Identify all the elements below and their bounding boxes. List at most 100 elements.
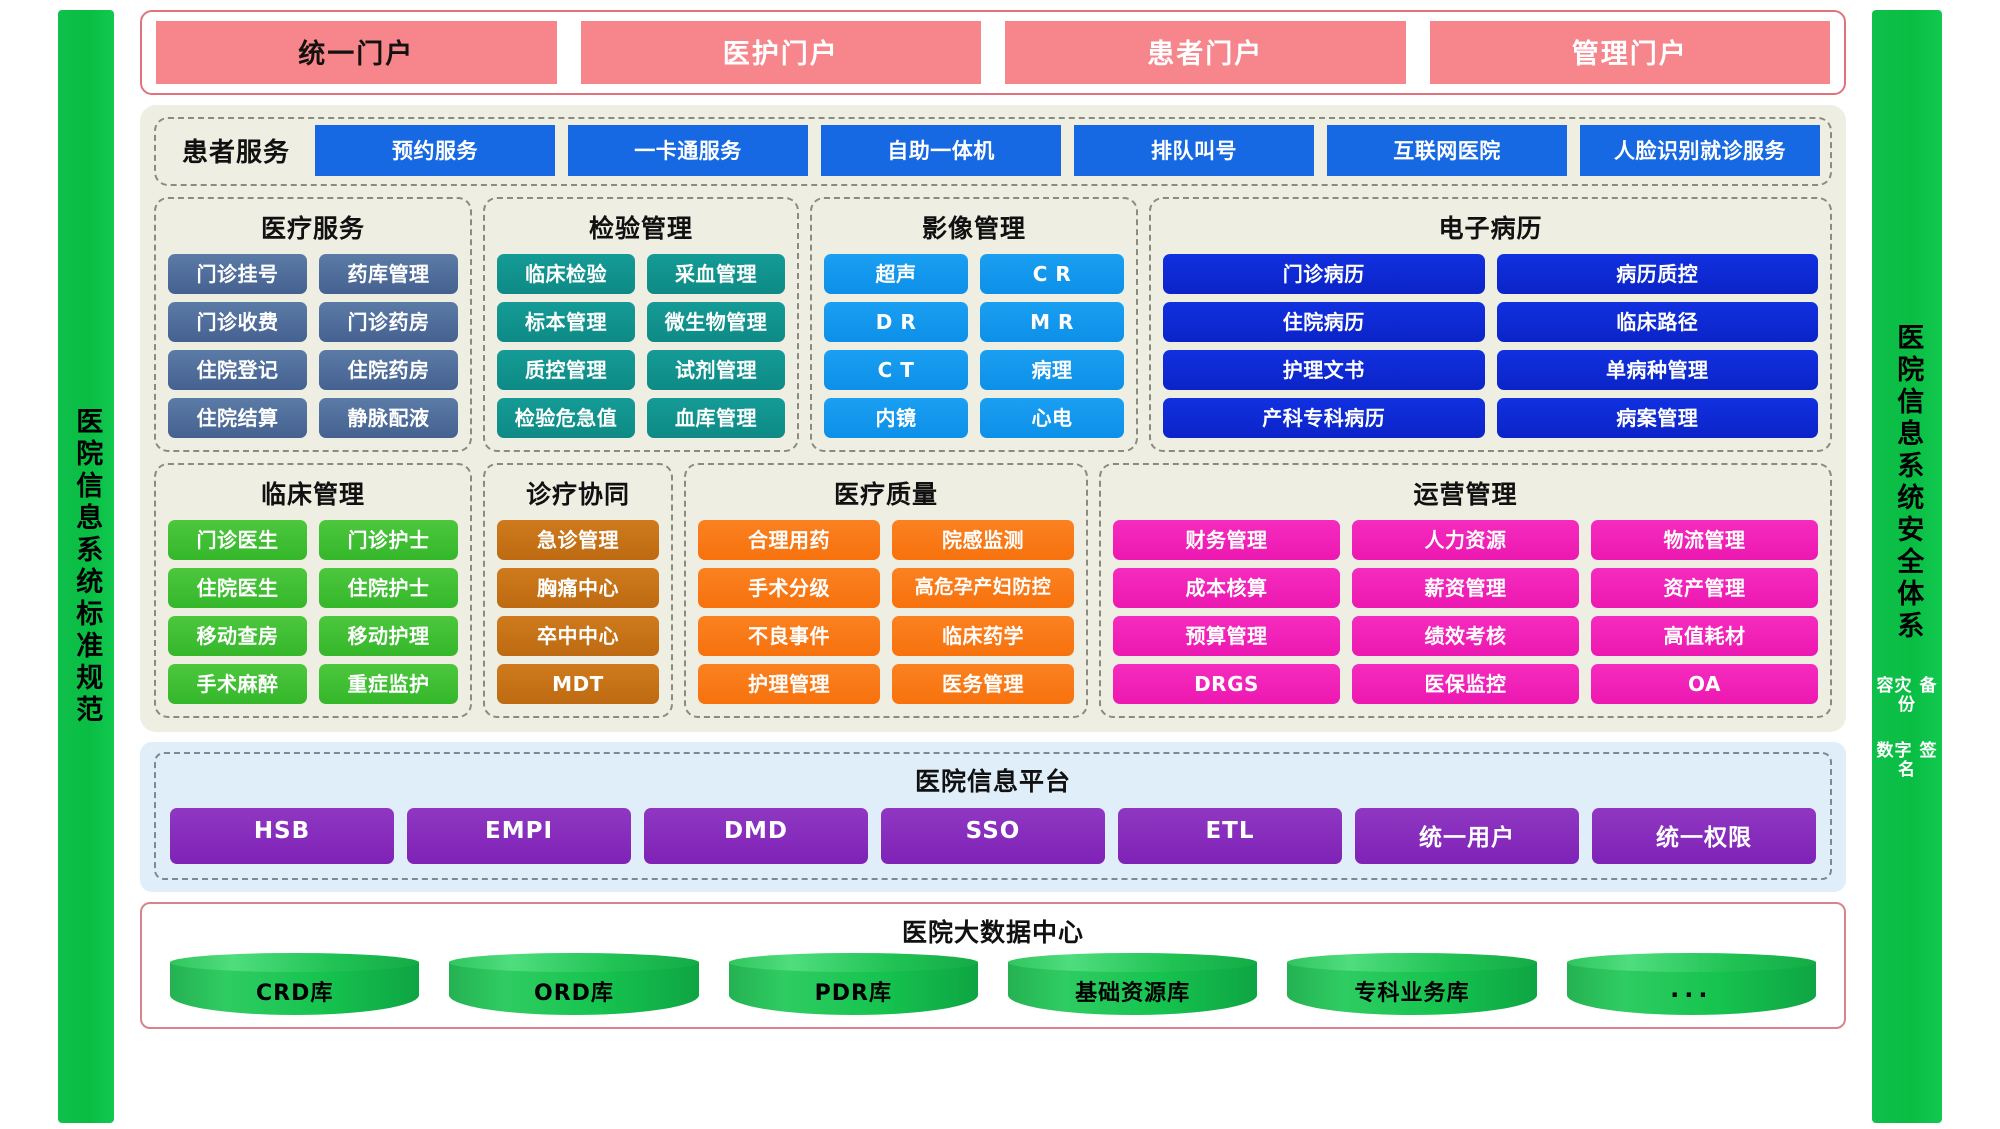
platform-chip-unified-user[interactable]: 统一用户 [1355,808,1579,864]
chip-critical-values[interactable]: 检验危急值 [497,398,635,438]
chip-obstetrics-record[interactable]: 产科专科病历 [1163,398,1485,438]
chip-iv-compounding[interactable]: 静脉配液 [319,398,458,438]
chip-surgery-grading[interactable]: 手术分级 [698,568,880,608]
chip-nursing-management[interactable]: 护理管理 [698,664,880,704]
chip-ct[interactable]: C T [824,350,968,390]
chip-medical-affairs[interactable]: 医务管理 [892,664,1074,704]
chip-record-quality-control[interactable]: 病历质控 [1496,254,1818,294]
platform-chip-etl[interactable]: ETL [1118,808,1342,864]
chip-high-risk-maternal-control[interactable]: 高危孕产妇防控 [892,568,1074,608]
right-security-bar-sub-digital-signature: 数字 签名 [1876,740,1938,780]
chip-outpatient-pharmacy[interactable]: 门诊药房 [319,302,458,342]
right-security-bar-title: 医院信息系统安全体系 [1892,323,1924,644]
chip-finance-management[interactable]: 财务管理 [1113,520,1340,560]
platform-chip-unified-permission[interactable]: 统一权限 [1592,808,1816,864]
database-cylinder-ord-label: ORD库 [534,981,614,1006]
chip-medical-archive[interactable]: 病案管理 [1496,398,1818,438]
chip-stroke-center[interactable]: 卒中中心 [497,616,659,656]
group-emr-title: 电子病历 [1438,214,1543,243]
chip-rational-drug-use[interactable]: 合理用药 [698,520,880,560]
database-cylinder-more[interactable]: ... [1566,953,1816,1015]
patient-service-item-appointment[interactable]: 预约服务 [315,125,556,176]
chip-inpatient-registration[interactable]: 住院登记 [168,350,307,390]
patient-service-item-face-recognition[interactable]: 人脸识别就诊服务 [1580,125,1821,176]
database-cylinder-more-label: ... [1670,975,1713,1003]
chip-drgs[interactable]: DRGS [1113,664,1340,704]
chip-performance-appraisal[interactable]: 绩效考核 [1352,616,1579,656]
chip-blood-collection[interactable]: 采血管理 [647,254,785,294]
chip-inpatient-settlement[interactable]: 住院结算 [168,398,307,438]
group-operations-management-title: 运营管理 [1413,480,1518,509]
chip-clinical-pharmacy[interactable]: 临床药学 [892,616,1074,656]
chip-clinical-lab[interactable]: 临床检验 [497,254,635,294]
chip-insurance-monitoring[interactable]: 医保监控 [1352,664,1579,704]
chip-surgery-anesthesia[interactable]: 手术麻醉 [168,664,307,704]
chip-dr[interactable]: D R [824,302,968,342]
chip-inpatient-doctor[interactable]: 住院医生 [168,568,307,608]
patient-service-item-card[interactable]: 一卡通服务 [568,125,809,176]
database-cylinder-pdr[interactable]: PDR库 [728,953,978,1015]
database-cylinder-ord[interactable]: ORD库 [449,953,699,1015]
database-cylinder-specialty[interactable]: 专科业务库 [1287,953,1537,1015]
chip-inpatient-record[interactable]: 住院病历 [1163,302,1485,342]
patient-service-item-queue[interactable]: 排队叫号 [1074,125,1315,176]
chip-microbiology-management[interactable]: 微生物管理 [647,302,785,342]
chip-inpatient-nurse[interactable]: 住院护士 [319,568,458,608]
chip-mdt[interactable]: MDT [497,664,659,704]
chip-asset-management[interactable]: 资产管理 [1591,568,1818,608]
patient-service-item-internet-hospital[interactable]: 互联网医院 [1327,125,1568,176]
right-security-bar: 医院信息系统安全体系 容灾 备份 数字 签名 [1872,10,1942,1123]
cylinder-top-icon [1007,953,1258,972]
chip-ultrasound[interactable]: 超声 [824,254,968,294]
chip-clinical-pathway[interactable]: 临床路径 [1496,302,1818,342]
module-row-1: 医疗服务 门诊挂号 药库管理 门诊收费 门诊药房 住院登记 住院药房 住院结算 … [154,197,1832,452]
chip-reagent-management[interactable]: 试剂管理 [647,350,785,390]
group-operations-management: 运营管理 财务管理 人力资源 物流管理 成本核算 薪资管理 资产管理 预算管理 … [1099,463,1832,718]
group-clinical-management: 临床管理 门诊医生 门诊护士 住院医生 住院护士 移动查房 移动护理 手术麻醉 … [154,463,472,718]
chip-endoscopy[interactable]: 内镜 [824,398,968,438]
chip-quality-control[interactable]: 质控管理 [497,350,635,390]
patient-service-item-kiosk[interactable]: 自助一体机 [821,125,1062,176]
chip-budget-management[interactable]: 预算管理 [1113,616,1340,656]
chip-oa[interactable]: OA [1591,664,1818,704]
chip-blood-bank[interactable]: 血库管理 [647,398,785,438]
chip-outpatient-nurse[interactable]: 门诊护士 [319,520,458,560]
chip-infection-monitoring[interactable]: 院感监测 [892,520,1074,560]
chip-mobile-rounds[interactable]: 移动查房 [168,616,307,656]
database-cylinder-crd[interactable]: CRD库 [170,953,420,1015]
chip-pathology[interactable]: 病理 [980,350,1124,390]
chip-chest-pain-center[interactable]: 胸痛中心 [497,568,659,608]
chip-single-disease-management[interactable]: 单病种管理 [1496,350,1818,390]
platform-chip-sso[interactable]: SSO [881,808,1105,864]
chip-mobile-nursing[interactable]: 移动护理 [319,616,458,656]
chip-payroll-management[interactable]: 薪资管理 [1352,568,1579,608]
platform-chip-dmd[interactable]: DMD [644,808,868,864]
portal-patient[interactable]: 患者门户 [1005,21,1406,84]
chip-outpatient-charging[interactable]: 门诊收费 [168,302,307,342]
chip-icu[interactable]: 重症监护 [319,664,458,704]
database-cylinder-crd-label: CRD库 [255,981,334,1006]
chip-ecg[interactable]: 心电 [980,398,1124,438]
database-cylinder-base-resource[interactable]: 基础资源库 [1007,953,1258,1015]
chip-nursing-documents[interactable]: 护理文书 [1163,350,1485,390]
chip-adverse-events[interactable]: 不良事件 [698,616,880,656]
platform-chip-hsb[interactable]: HSB [170,808,394,864]
portal-unified[interactable]: 统一门户 [156,21,557,84]
database-cylinder-pdr-label: PDR库 [814,981,892,1006]
chip-specimen-management[interactable]: 标本管理 [497,302,635,342]
chip-emergency-management[interactable]: 急诊管理 [497,520,659,560]
chip-human-resources[interactable]: 人力资源 [1352,520,1579,560]
platform-chip-empi[interactable]: EMPI [407,808,631,864]
chip-outpatient-registration[interactable]: 门诊挂号 [168,254,307,294]
chip-high-value-consumables[interactable]: 高值耗材 [1591,616,1818,656]
chip-outpatient-doctor[interactable]: 门诊医生 [168,520,307,560]
portal-clinician[interactable]: 医护门户 [580,21,981,84]
chip-mr[interactable]: M R [980,302,1124,342]
chip-cr[interactable]: C R [980,254,1124,294]
chip-cost-accounting[interactable]: 成本核算 [1113,568,1340,608]
chip-drug-warehouse[interactable]: 药库管理 [319,254,458,294]
chip-inpatient-pharmacy[interactable]: 住院药房 [319,350,458,390]
chip-logistics-management[interactable]: 物流管理 [1591,520,1818,560]
portal-management[interactable]: 管理门户 [1429,21,1830,84]
chip-outpatient-record[interactable]: 门诊病历 [1163,254,1485,294]
